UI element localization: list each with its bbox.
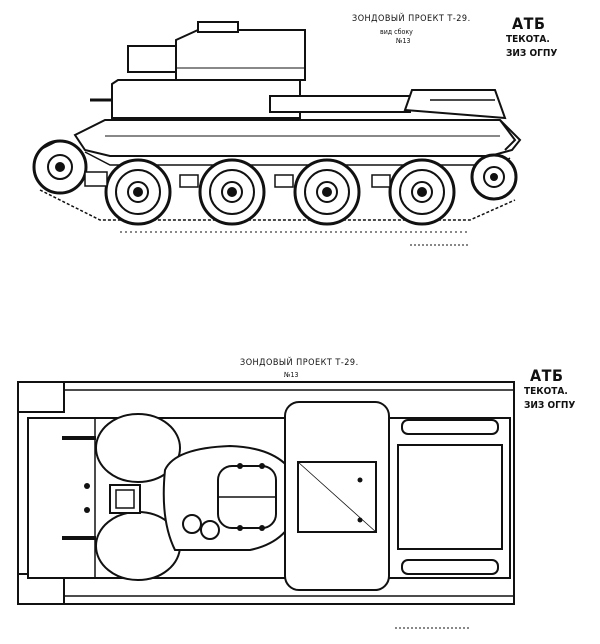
top-view-stamp-3: ЗИЗ ОГПУ: [524, 400, 576, 411]
road-wheel-3: [293, 158, 361, 226]
road-wheel-4: [388, 158, 456, 226]
road-wheel-2: [198, 158, 266, 226]
top-view-stamp-2: ТЕКОТА.: [524, 386, 568, 397]
side-view-title: ЗОНДОВЫЙ ПРОЕКТ Т-29.: [352, 14, 471, 24]
side-view-stamp-2: ТЕКОТА.: [506, 34, 550, 45]
road-wheel-1: [104, 158, 172, 226]
side-view-subtitle: вид сбоку: [380, 28, 413, 36]
side-view-tank: [32, 21, 522, 246]
top-view-sheet: №13: [284, 371, 299, 379]
side-view-stamp-3: ЗИЗ ОГПУ: [506, 48, 558, 59]
top-view-stamp-1: АТБ: [530, 366, 564, 385]
side-view-sheet: №13: [396, 37, 411, 45]
side-view-stamp-1: АТБ: [512, 14, 546, 33]
top-view-tank: [17, 381, 515, 629]
top-view-title: ЗОНДОВЫЙ ПРОЕКТ Т-29.: [240, 358, 359, 368]
